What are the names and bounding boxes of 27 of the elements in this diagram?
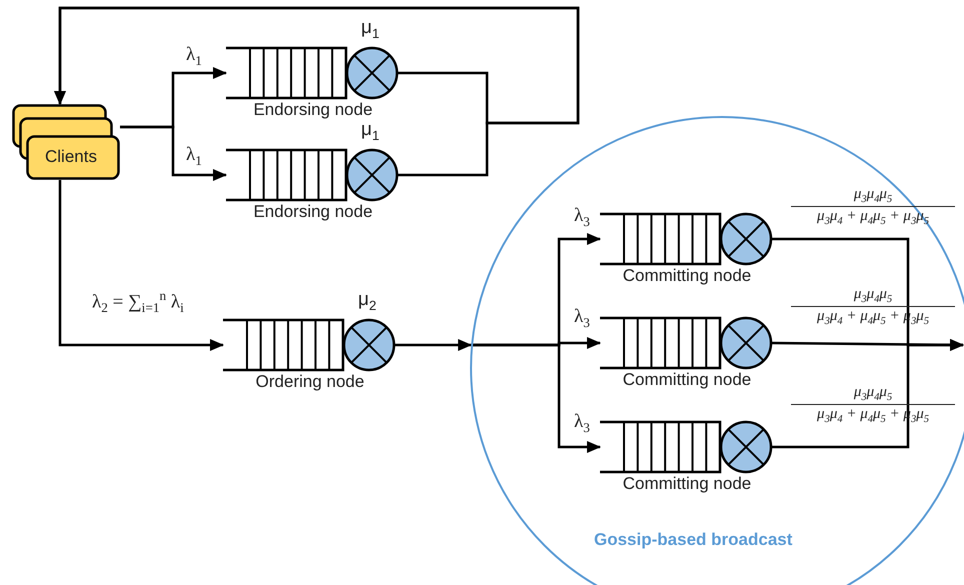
- edge-label: λ$_{3}$: [574, 205, 590, 230]
- fraction-numerator: μ$_{3}$μ$_{4}$μ$_{5}$: [791, 186, 955, 207]
- edge-label: λ$_{1}$: [186, 44, 202, 69]
- arrow: [120, 126, 227, 181]
- edge-label: λ$_{3}$: [574, 306, 590, 331]
- fraction-numerator: μ$_{3}$μ$_{4}$μ$_{5}$: [791, 384, 955, 405]
- service-rate-label: μ$_{1}$: [361, 17, 380, 41]
- node-label: Endorsing node: [252, 100, 374, 120]
- fraction-numerator: μ$_{3}$μ$_{4}$μ$_{5}$: [791, 286, 955, 307]
- arrow: [395, 339, 472, 351]
- node-label: Endorsing node: [252, 202, 374, 222]
- node-label: Clients: [45, 147, 97, 167]
- service-rate-label: μ$_{2}$: [358, 289, 376, 313]
- arrow: [471, 344, 601, 453]
- edge-label: λ$_{1}$: [186, 144, 202, 169]
- arrow: [58, 180, 224, 351]
- service-rate-label: μ$_{1}$: [361, 119, 380, 143]
- arrow: [772, 339, 964, 448]
- edge-label: λ$_{2}$ = ∑$_{i=1}$$^{n}$ λ$_{i}$: [92, 288, 184, 316]
- edge-label: λ$_{3}$: [574, 411, 590, 436]
- circle-title: Gossip-based broadcast: [594, 530, 792, 550]
- node-label: Committing node: [622, 266, 752, 286]
- arrow: [54, 6, 580, 176]
- node-label: Committing node: [622, 370, 752, 390]
- client-card-stack: [12, 104, 120, 180]
- node-label: Ordering node: [254, 372, 366, 392]
- node-label: Committing node: [622, 474, 752, 494]
